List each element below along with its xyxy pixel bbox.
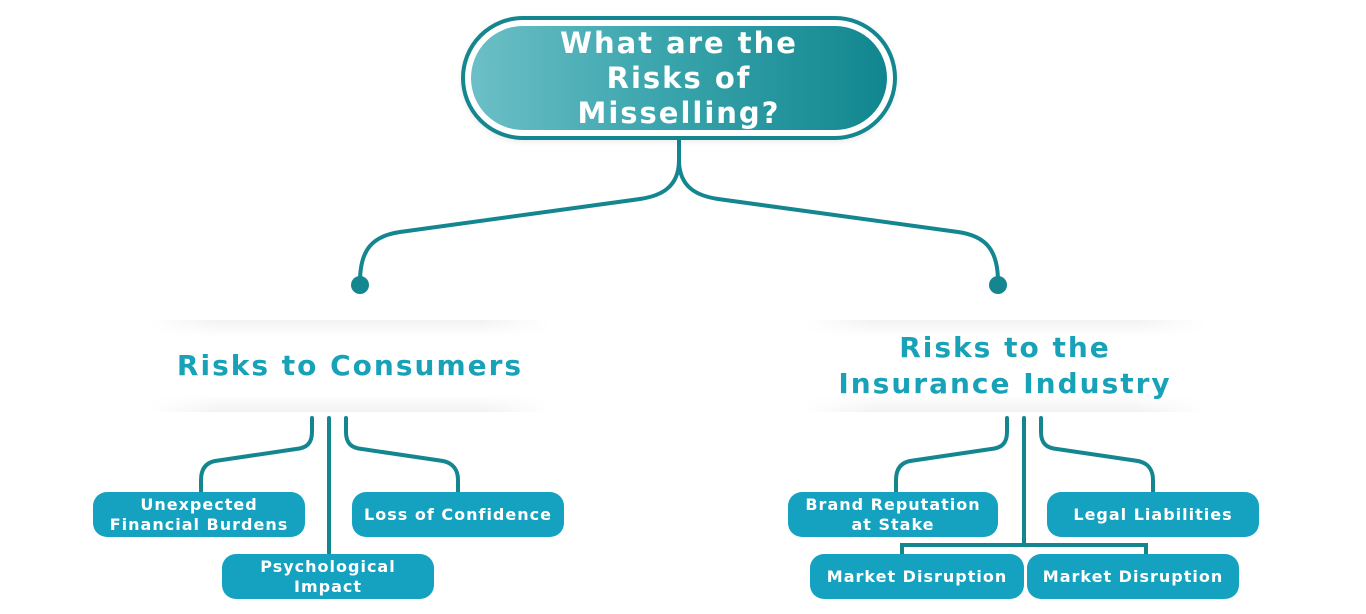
- connector-industry-to-legal: [1039, 416, 1155, 494]
- leaf-legal-liabilities: Legal Liabilities: [1047, 492, 1259, 537]
- leaf-loss-of-confidence: Loss of Confidence: [352, 492, 564, 537]
- category-title-consumers: Risks to Consumers: [176, 349, 524, 382]
- category-title-industry: Risks to the Insurance Industry: [838, 331, 1172, 400]
- connector-industry-to-brand: [894, 416, 1009, 494]
- connector-dot-consumers: [351, 276, 369, 294]
- leaf-market-disruption-right: Market Disruption: [1027, 554, 1239, 599]
- root-node-fill: What are the Risks of Misselling?: [471, 26, 887, 130]
- root-node: What are the Risks of Misselling?: [461, 16, 897, 140]
- connector-consumers-to-loss: [344, 416, 460, 494]
- category-industry: Risks to the Insurance Industry: [805, 320, 1205, 412]
- connector-dot-industry: [989, 276, 1007, 294]
- leaf-unexpected-financial-burdens: Unexpected Financial Burdens: [93, 492, 305, 537]
- root-title: What are the Risks of Misselling?: [560, 25, 798, 130]
- leaf-psychological-impact: Psychological Impact: [222, 554, 434, 599]
- connector-root-to-consumers: [358, 138, 681, 284]
- connector-root-to-industry: [677, 138, 1000, 284]
- connector-market-bracket: [900, 543, 1148, 556]
- connector-consumers-to-unexpected: [199, 416, 314, 494]
- leaf-market-disruption-left: Market Disruption: [810, 554, 1024, 599]
- leaf-brand-reputation: Brand Reputation at Stake: [788, 492, 998, 537]
- category-consumers: Risks to Consumers: [150, 320, 550, 412]
